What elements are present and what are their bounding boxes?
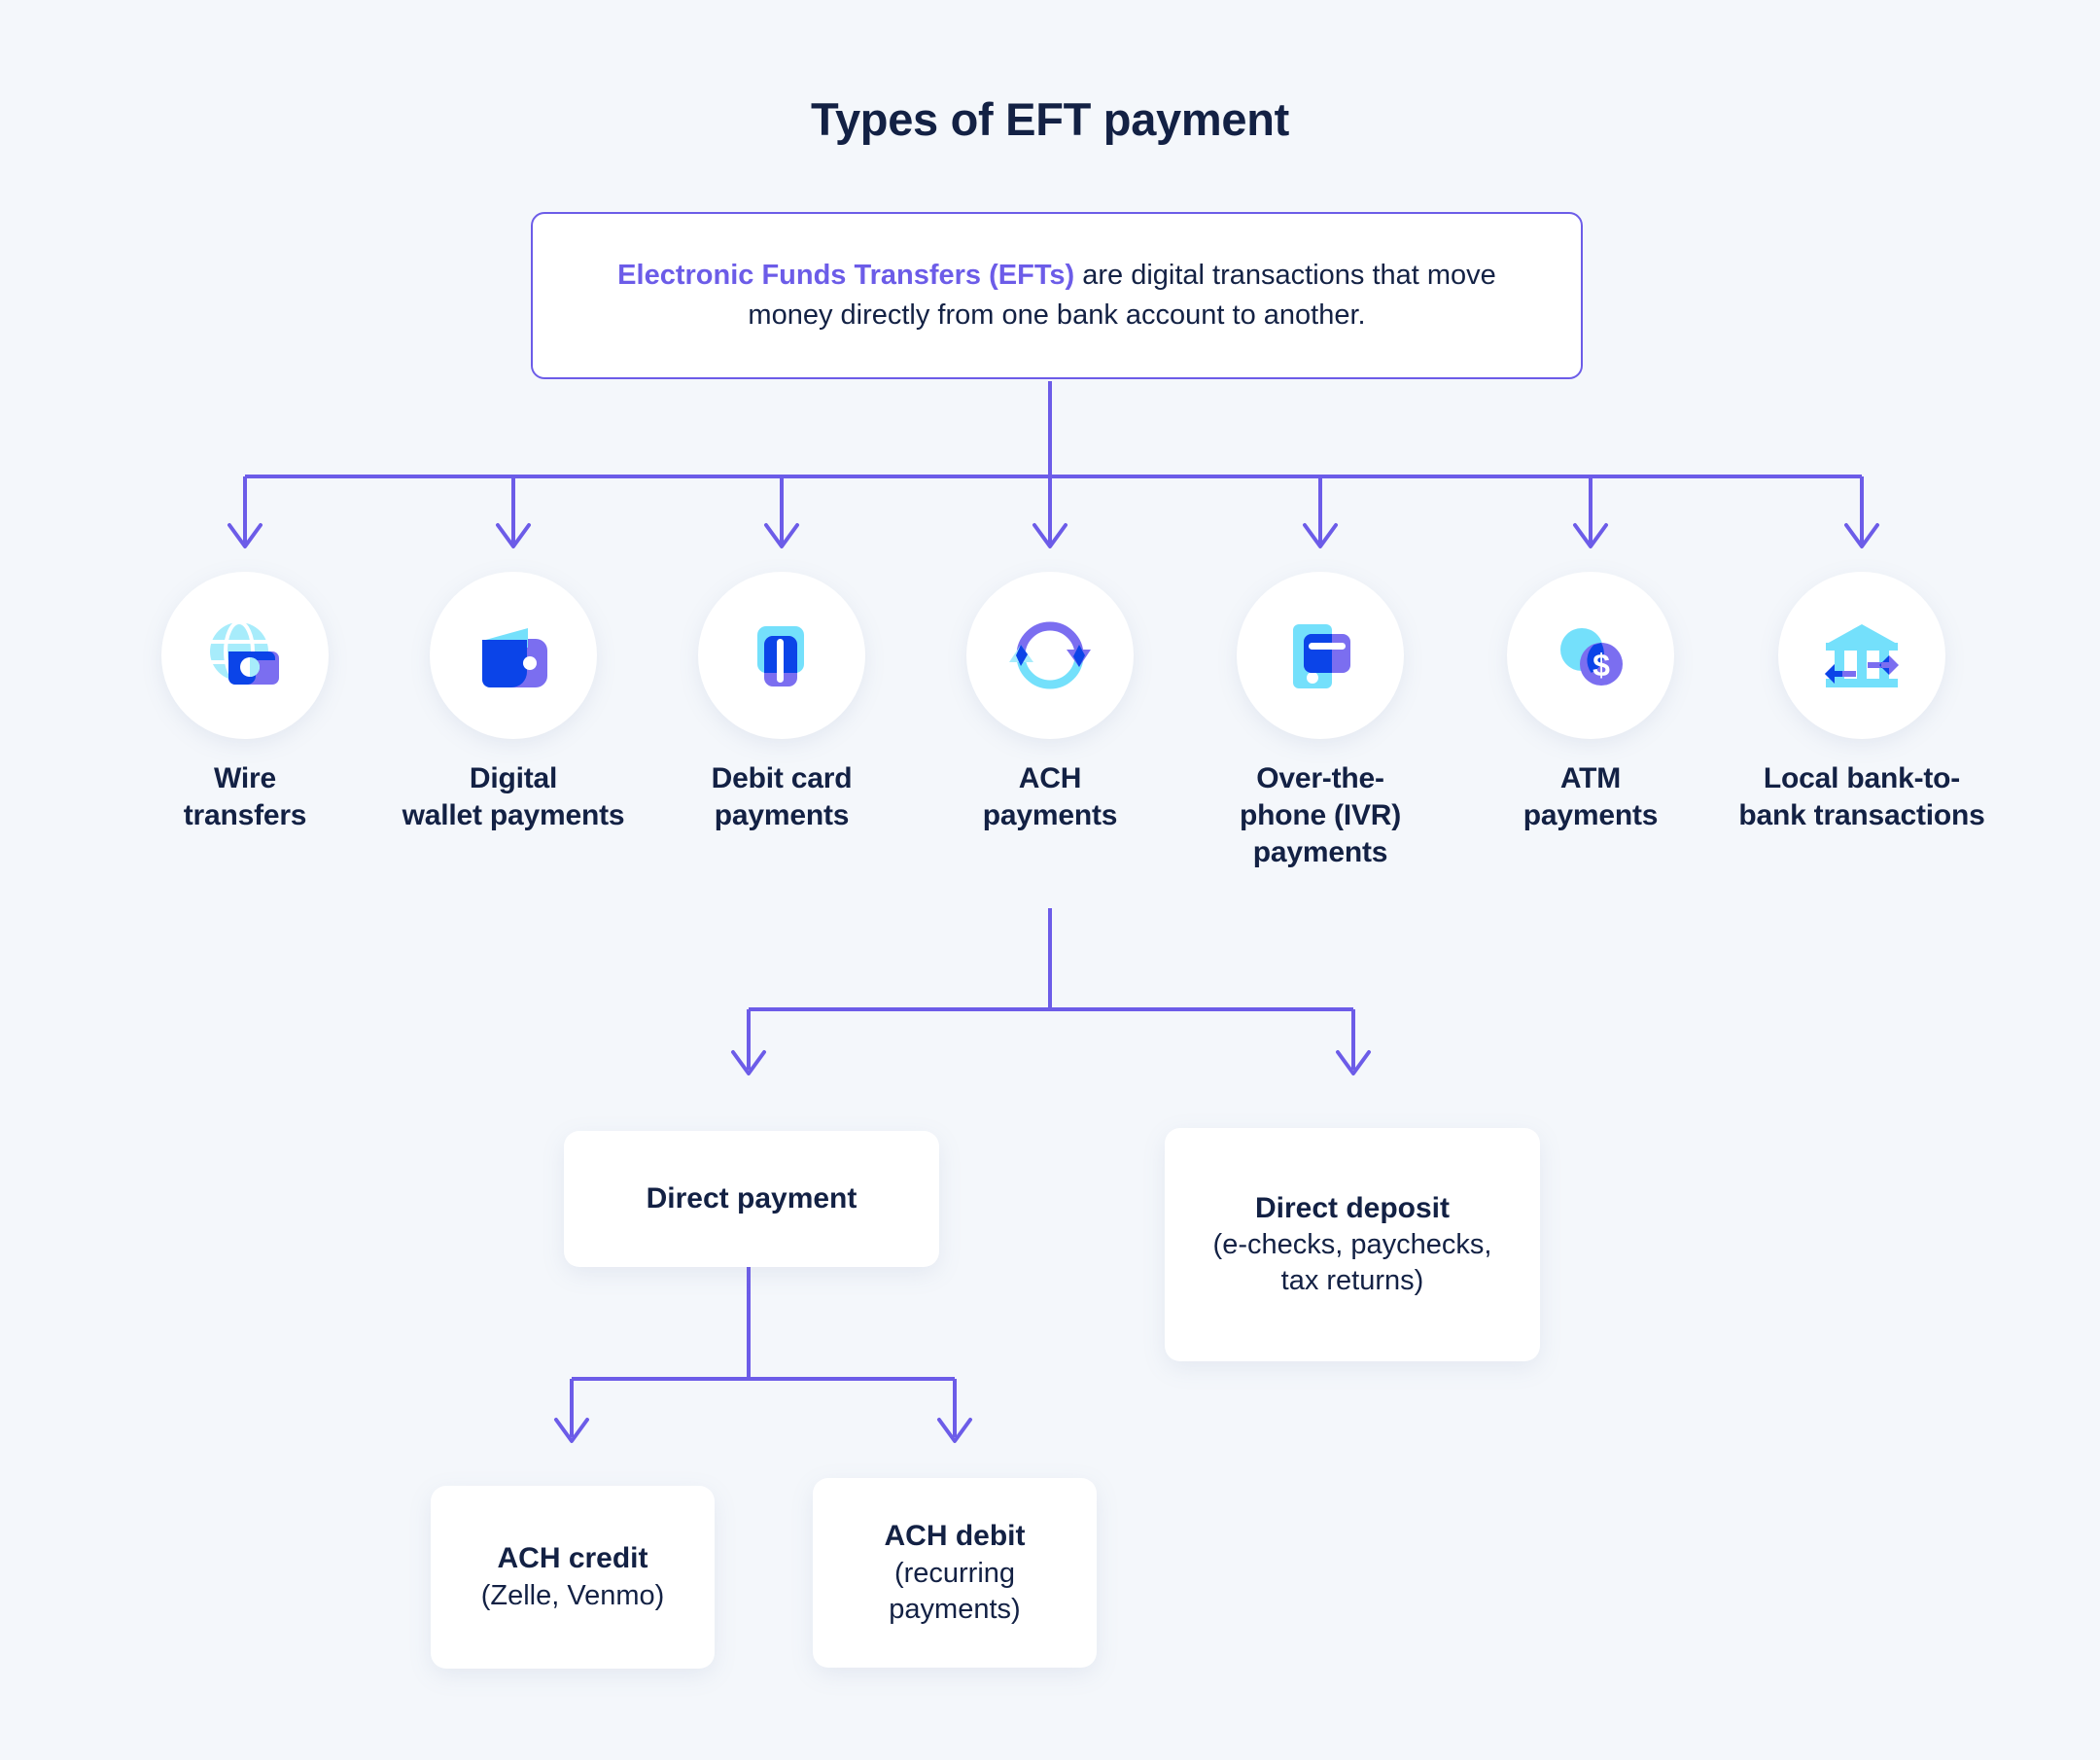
label-line-1: Debit card [711,762,853,794]
category-icon-circle [161,572,329,739]
label-line-2: payments [1522,798,1659,831]
label-line-1: ACH [1018,762,1082,794]
card-direct-deposit[interactable]: Direct deposit (e-checks, paychecks, tax… [1165,1128,1540,1361]
category-label: Wire transfers [99,760,391,834]
label-line-2: wallet payments [402,798,625,831]
globe-card-icon [210,620,279,685]
label-line-2: payments [714,798,850,831]
label-line-1: Local bank-to- [1763,762,1961,794]
category-node-bank-to-bank[interactable]: Local bank-to- bank transactions [1716,572,2008,834]
label-line-1: Digital [469,762,558,794]
arrowhead-1 [228,523,262,548]
label-line-1: ATM [1559,762,1622,794]
refresh-cycle-icon [1009,621,1091,689]
category-icon-circle [1778,572,1945,739]
category-node-wire-transfers[interactable]: Wire transfers [99,572,391,834]
category-label: ATM payments [1445,760,1736,834]
label-line-2: bank transactions [1738,798,1985,831]
category-icon-circle [1237,572,1404,739]
definition-highlight: Electronic Funds Transfers (EFTs) [617,259,1075,291]
label-line-2: phone (IVR) [1239,798,1402,831]
card-subtitle-line-1: (recurring [893,1557,1016,1589]
arrowhead-direct-deposit [1336,1050,1371,1075]
definition-box: Electronic Funds Transfers (EFTs) are di… [531,212,1583,379]
page-title: Types of EFT payment [811,93,1289,145]
debit-card-icon [757,626,804,686]
category-label: Local bank-to- bank transactions [1716,760,2008,834]
phone-card-icon [1293,624,1350,688]
category-node-debit-card[interactable]: Debit card payments [636,572,928,834]
label-line-1: Over-the- [1256,762,1384,794]
card-title: Direct deposit [1254,1191,1451,1224]
category-node-ach-payments[interactable]: ACH payments [904,572,1196,834]
category-icon-circle [430,572,597,739]
category-icon-circle [966,572,1134,739]
label-line-2: transfers [183,798,307,831]
arrowhead-direct-payment [731,1050,766,1075]
arrowhead-5 [1303,523,1338,548]
category-label: Debit card payments [636,760,928,834]
arrowhead-6 [1573,523,1608,548]
definition-text: Electronic Funds Transfers (EFTs) are di… [590,256,1523,335]
card-title: ACH debit [884,1520,1026,1553]
category-label: ACH payments [904,760,1196,834]
wallet-icon [482,628,547,687]
category-icon-circle [698,572,865,739]
category-node-digital-wallet[interactable]: Digital wallet payments [368,572,659,834]
arrowhead-ach-credit [554,1418,589,1443]
category-node-ivr-payments[interactable]: Over-the- phone (IVR) payments [1174,572,1466,870]
coins-dollar-icon: $ [1560,628,1623,686]
category-icon-circle: $ [1507,572,1674,739]
card-subtitle-line-1: (e-checks, paychecks, [1212,1229,1492,1261]
arrowhead-7 [1844,523,1879,548]
label-line-2: payments [982,798,1118,831]
card-ach-credit[interactable]: ACH credit (Zelle, Venmo) [431,1486,715,1669]
label-line-3: payments [1252,835,1388,868]
arrowhead-ach-debit [937,1418,972,1443]
card-direct-payment[interactable]: Direct payment [564,1131,939,1267]
card-ach-debit[interactable]: ACH debit (recurring payments) [813,1478,1097,1668]
arrowhead-2 [496,523,531,548]
card-subtitle-line-2: payments) [889,1593,1021,1625]
category-node-atm-payments[interactable]: $ ATM payments [1445,572,1736,834]
card-title: ACH credit [497,1542,648,1575]
category-label: Over-the- phone (IVR) payments [1174,760,1466,870]
card-subtitle-line-2: tax returns) [1280,1265,1424,1297]
svg-text:$: $ [1592,648,1610,683]
definition-rest: are digital transactions that move money… [748,259,1496,331]
category-label: Digital wallet payments [368,760,659,834]
bank-exchange-icon [1825,624,1899,687]
card-title: Direct payment [646,1181,858,1214]
arrowhead-4 [1032,523,1068,548]
card-subtitle-line-1: (Zelle, Venmo) [480,1579,665,1611]
label-line-1: Wire [214,762,276,794]
arrowhead-3 [764,523,799,548]
